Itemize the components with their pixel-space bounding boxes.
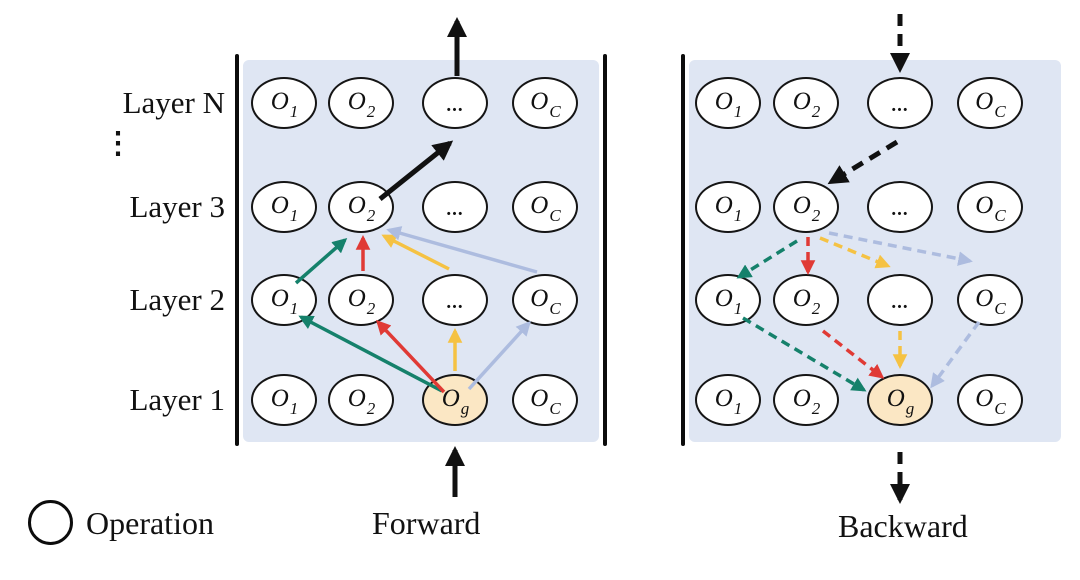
op-o2: O2 <box>328 374 394 426</box>
backward-panel-label: Backward <box>838 508 968 544</box>
op-dots: ... <box>422 274 488 326</box>
op-oc: OC <box>957 274 1023 326</box>
op-oc: OC <box>512 181 578 233</box>
layers-ellipsis: ⋮ <box>103 127 133 160</box>
op-o2: O2 <box>328 77 394 129</box>
op-o1: O1 <box>251 374 317 426</box>
layer-label-1: Layer 1 <box>129 382 225 417</box>
op-o1: O1 <box>695 77 761 129</box>
op-o2: O2 <box>773 77 839 129</box>
operation-legend-icon <box>28 500 73 545</box>
op-oc: OC <box>957 374 1023 426</box>
op-o1: O1 <box>251 274 317 326</box>
op-og: Og <box>422 374 488 426</box>
op-o1: O1 <box>251 181 317 233</box>
backward-panel-left-bar <box>681 54 685 446</box>
op-o1: O1 <box>695 274 761 326</box>
op-dots: ... <box>422 77 488 129</box>
forward-panel-left-bar <box>235 54 239 446</box>
op-o1: O1 <box>251 77 317 129</box>
op-dots: ... <box>867 77 933 129</box>
op-o2: O2 <box>328 181 394 233</box>
op-oc: OC <box>957 77 1023 129</box>
op-dots: ... <box>867 181 933 233</box>
forward-panel-right-bar <box>603 54 607 446</box>
op-dots: ... <box>867 274 933 326</box>
op-oc: OC <box>512 374 578 426</box>
op-o2: O2 <box>773 374 839 426</box>
op-og: Og <box>867 374 933 426</box>
op-o2: O2 <box>773 181 839 233</box>
forward-panel-label: Forward <box>372 505 481 541</box>
op-o1: O1 <box>695 374 761 426</box>
op-o2: O2 <box>773 274 839 326</box>
layer-label-2: Layer 2 <box>129 282 225 317</box>
layer-label-n: Layer N <box>122 85 225 120</box>
op-o1: O1 <box>695 181 761 233</box>
op-oc: OC <box>957 181 1023 233</box>
layer-label-3: Layer 3 <box>129 189 225 224</box>
op-oc: OC <box>512 274 578 326</box>
op-oc: OC <box>512 77 578 129</box>
op-dots: ... <box>422 181 488 233</box>
op-o2: O2 <box>328 274 394 326</box>
legend-operation-label: Operation <box>86 505 214 541</box>
